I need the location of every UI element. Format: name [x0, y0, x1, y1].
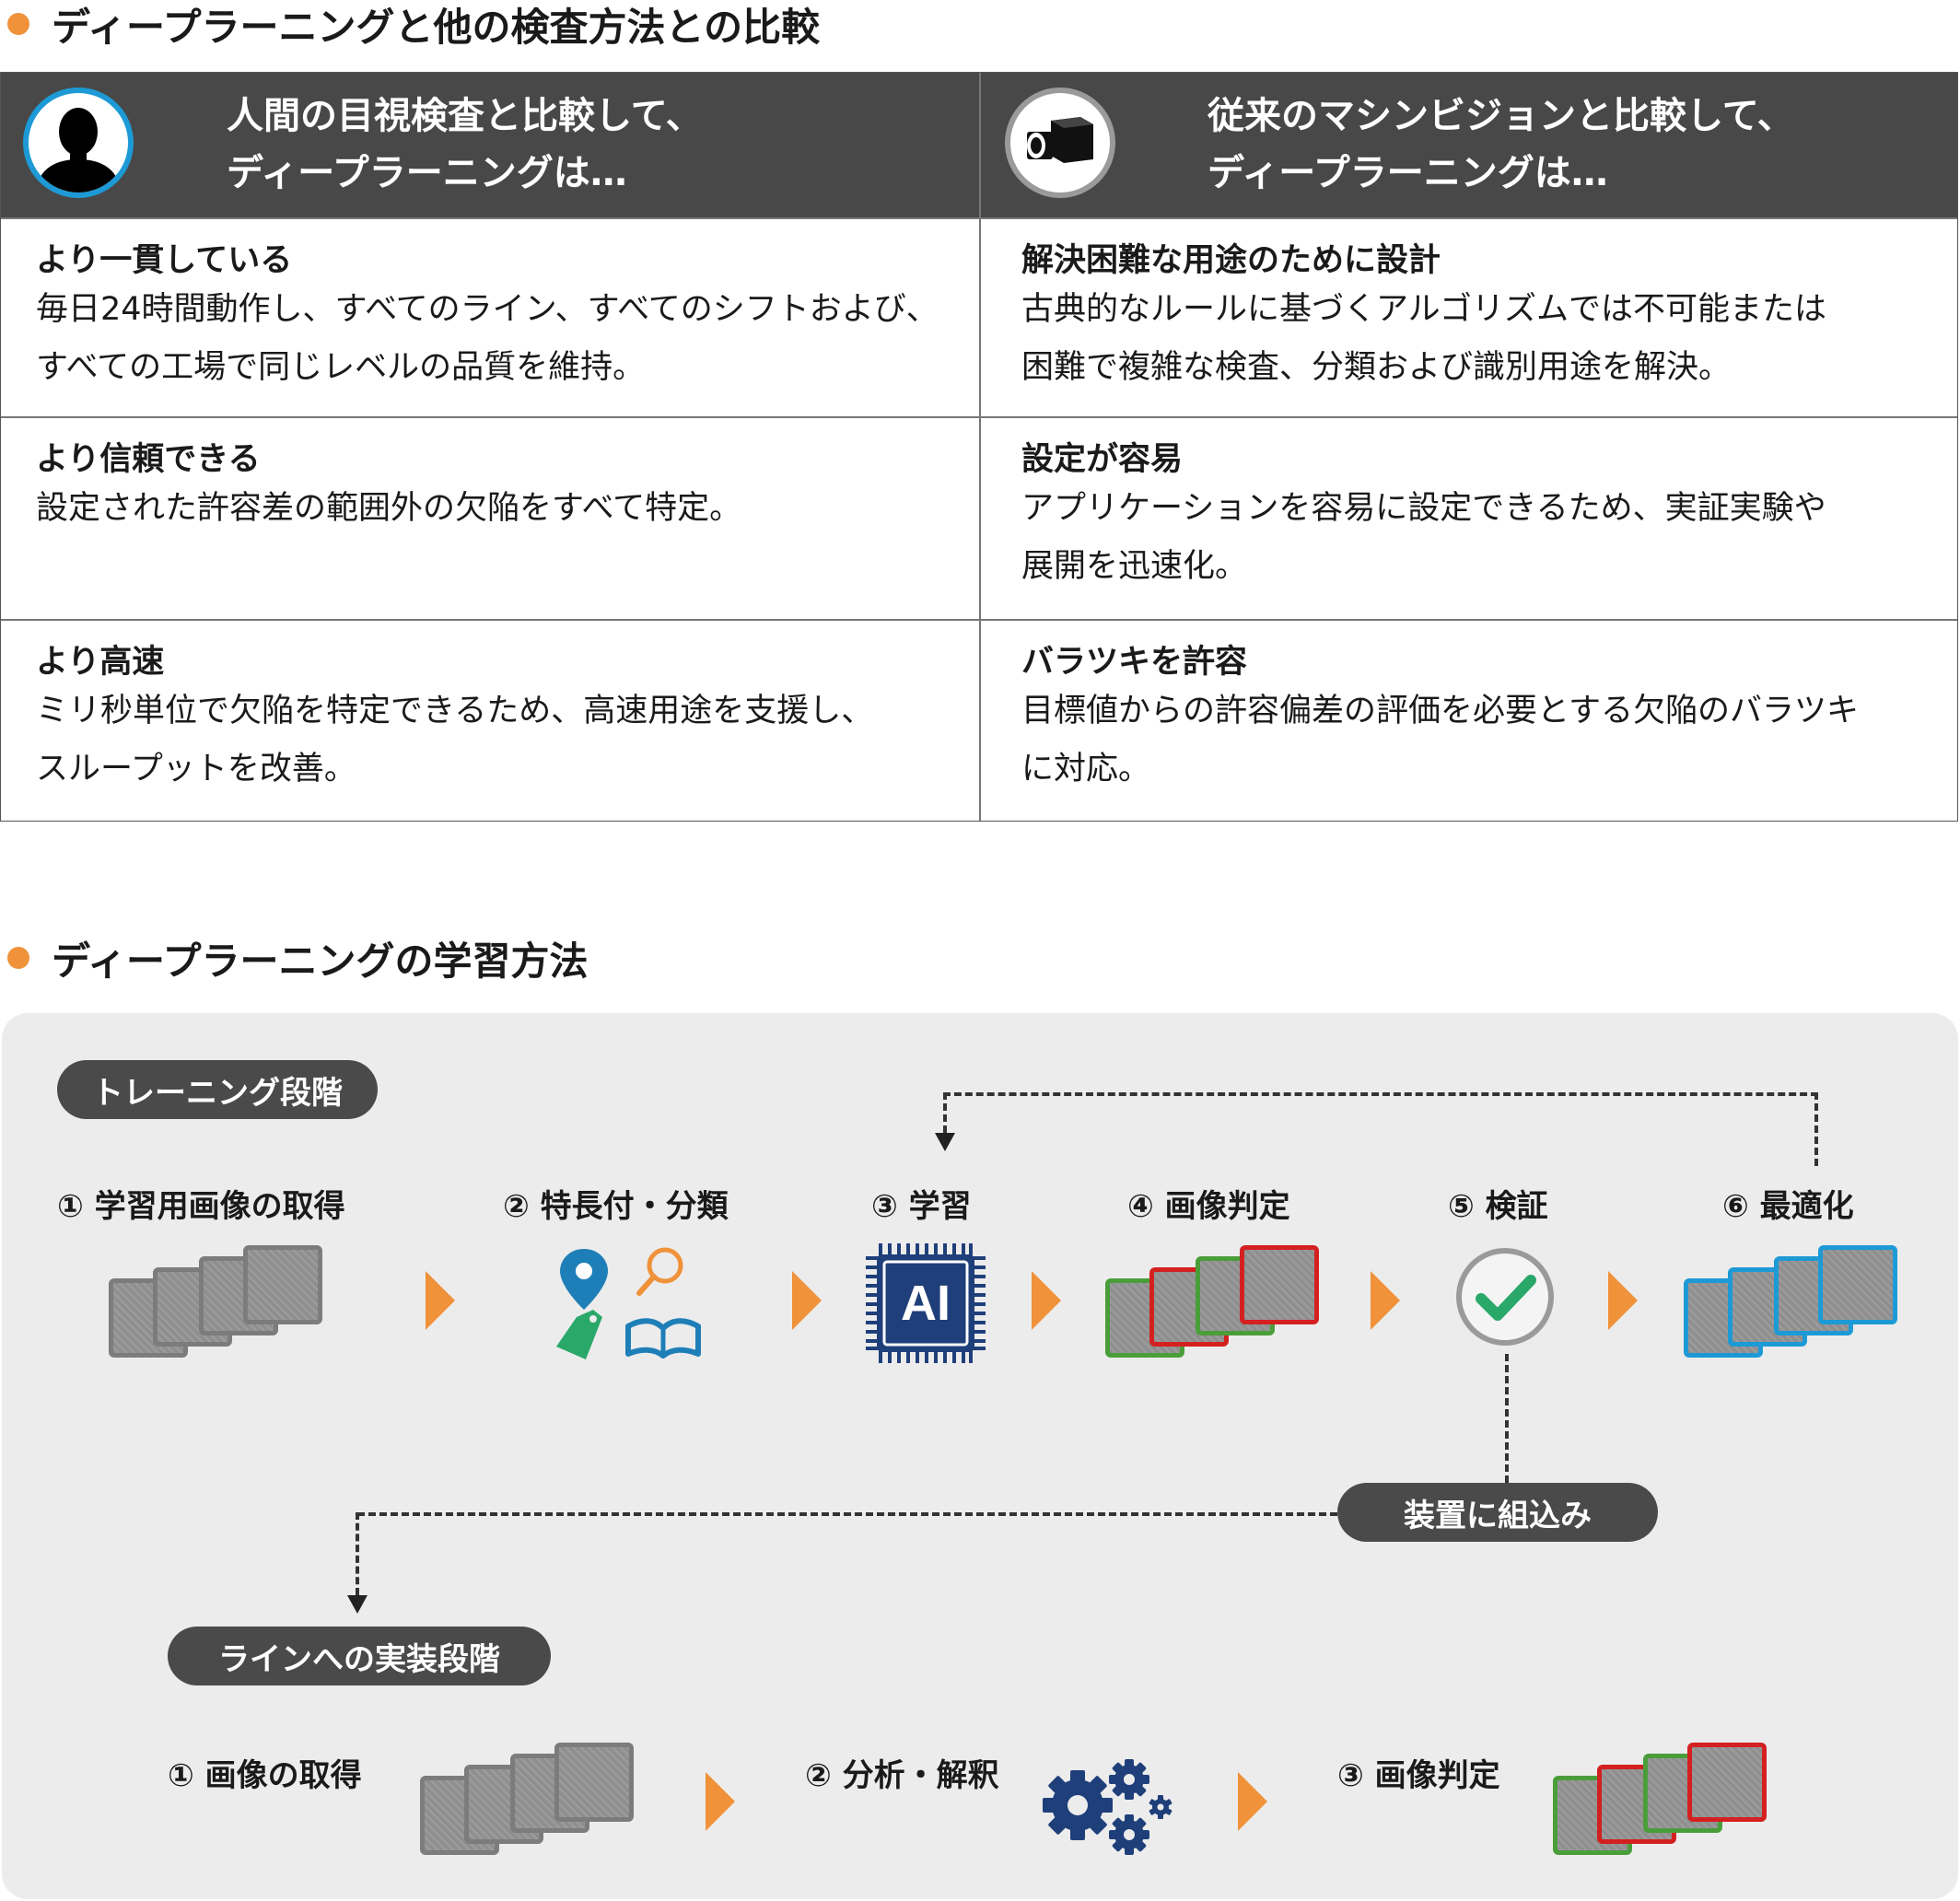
cell-title: より信頼できる	[36, 441, 261, 478]
step-label: ④ 画像判定	[1127, 1188, 1290, 1225]
cell-body: 目標値からの許容偏差の評価を必要とする欠陥のバラツキ に対応。	[1021, 693, 1859, 787]
flow-arrow	[1032, 1271, 1061, 1330]
step-label: ② 特長付・分類	[503, 1188, 729, 1225]
cell-body: 毎日24時間動作し、すべてのライン、すべてのシフトおよび、 すべての工場で同じレ…	[36, 291, 939, 386]
flow-arrow	[1371, 1271, 1400, 1330]
section-title-learning: ディープラーニングの学習方法	[7, 936, 589, 984]
tagging-icons	[549, 1245, 706, 1365]
image-stack-icon	[420, 1743, 641, 1862]
ai-chip-label: AI	[901, 1276, 951, 1331]
embed-line	[356, 1512, 359, 1595]
judged-image-stack-icon	[1553, 1743, 1774, 1862]
cell-title: より高速	[36, 644, 165, 681]
cell-title: 解決困難な用途のために設計	[1021, 242, 1441, 279]
step-label: ⑤ 検証	[1448, 1188, 1548, 1225]
flow-arrow	[426, 1271, 455, 1330]
step-label: ③ 画像判定	[1337, 1757, 1500, 1794]
training-phase-label: トレーニング段階	[57, 1060, 378, 1119]
section-title-comparison: ディープラーニングと他の検査方法との比較	[7, 2, 820, 50]
flow-arrow	[1238, 1772, 1267, 1831]
step-label: ② 分析・解釈	[805, 1757, 999, 1794]
comparison-table: 人間の目視検査と比較して、 ディープラーニングは… 従来のマシンビジョンと比較し…	[0, 72, 1958, 822]
deployment-phase-label: ラインへの実装段階	[168, 1627, 551, 1685]
cell-body: ミリ秒単位で欠陥を特定できるため、高速用途を支援し、 スループットを改善。	[36, 693, 874, 787]
judged-image-stack-icon	[1105, 1245, 1326, 1365]
column-divider	[979, 73, 981, 821]
embed-line	[1505, 1354, 1509, 1483]
cell-body: 古典的なルールに基づくアルゴリズムでは不可能または 困難で複雑な検査、分類および…	[1021, 291, 1826, 386]
row-divider	[1, 619, 1957, 621]
camera-icon	[1005, 87, 1115, 198]
embed-line	[357, 1512, 1337, 1516]
optimized-image-stack-icon	[1684, 1245, 1905, 1365]
embed-label: 装置に組込み	[1337, 1483, 1658, 1542]
step-label: ⑥ 最適化	[1722, 1188, 1854, 1225]
row-divider	[1, 217, 1957, 219]
flow-arrow	[1608, 1271, 1638, 1330]
step-label: ③ 学習	[871, 1188, 972, 1225]
row-divider	[1, 416, 1957, 418]
bullet-dot	[7, 13, 29, 35]
feedback-line	[943, 1092, 947, 1133]
check-circle-icon	[1455, 1247, 1555, 1347]
bullet-dot	[7, 947, 29, 969]
cell-body: 設定された許容差の範囲外の欠陥をすべて特定。	[36, 490, 742, 527]
flow-arrow	[792, 1271, 822, 1330]
cell-title: バラツキを許容	[1021, 644, 1248, 681]
arrowhead	[935, 1133, 955, 1151]
cell-title: 設定が容易	[1021, 441, 1184, 478]
feedback-line	[943, 1092, 1818, 1096]
process-panel	[2, 1013, 1958, 1899]
arrowhead	[347, 1595, 368, 1614]
feedback-line	[1814, 1092, 1818, 1166]
ai-chip-icon: AI	[866, 1243, 986, 1363]
image-stack-icon	[109, 1245, 330, 1365]
cell-title: より一貫している	[36, 242, 293, 279]
person-silhouette-icon	[23, 87, 134, 198]
gears-icon	[1041, 1757, 1175, 1859]
step-label: ① 学習用画像の取得	[57, 1188, 345, 1225]
step-label: ① 画像の取得	[168, 1757, 362, 1794]
left-header-text: 人間の目視検査と比較して、 ディープラーニングは…	[227, 95, 703, 194]
right-header-text: 従来のマシンビジョンと比較して、 ディープラーニングは…	[1208, 95, 1794, 194]
cell-body: アプリケーションを容易に設定できるため、実証実験や 展開を迅速化。	[1021, 490, 1826, 585]
flow-arrow	[706, 1772, 735, 1831]
